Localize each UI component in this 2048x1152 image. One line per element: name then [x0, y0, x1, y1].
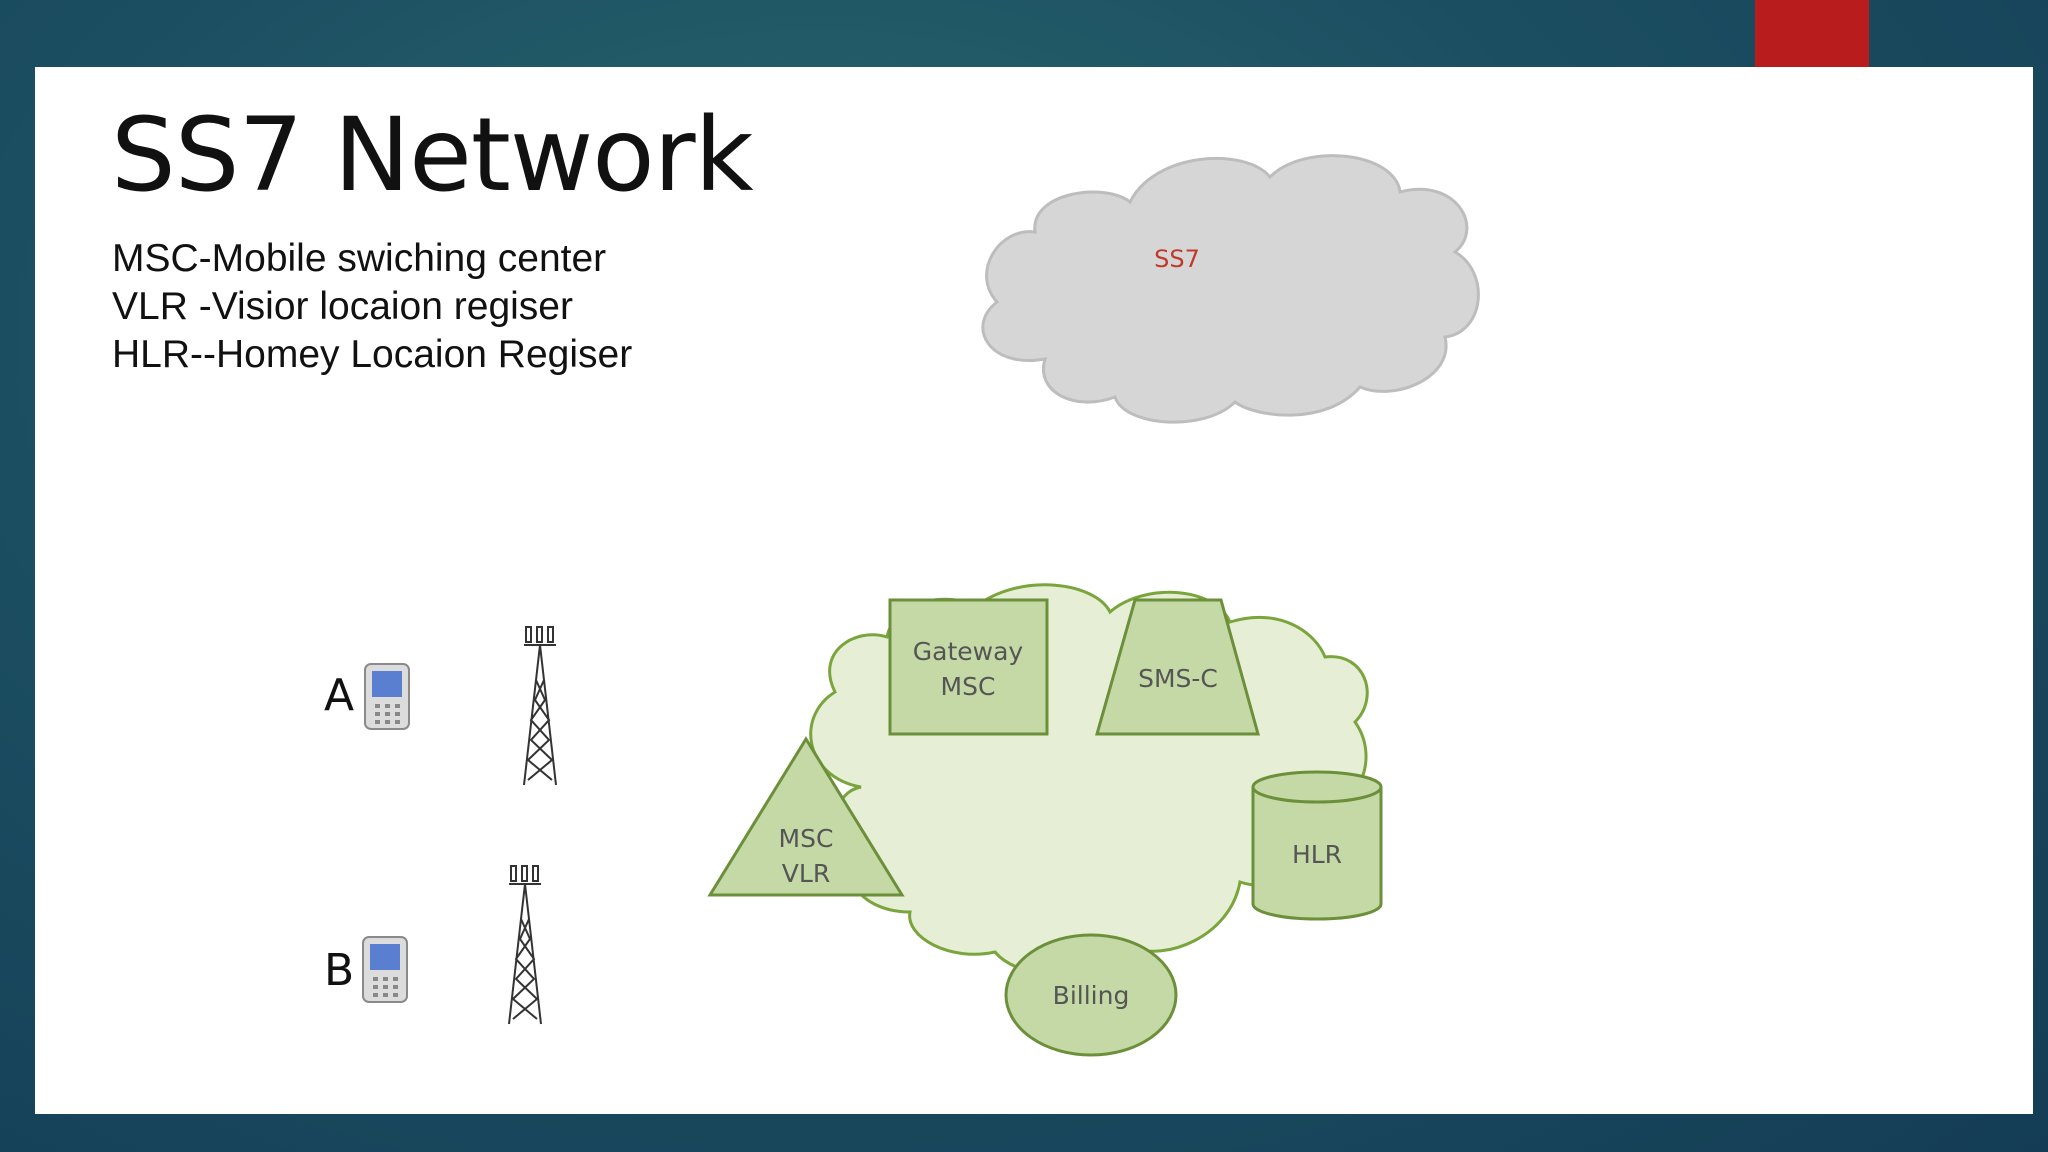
slide: SS7 Network MSC-Mobile swiching center V… [35, 67, 2033, 1114]
gateway-msc-node: Gateway MSC [888, 598, 1049, 736]
phone-b-label: B [324, 945, 354, 996]
smsc-label: SMS-C [1138, 664, 1218, 693]
mobile-phone-icon [362, 936, 408, 1003]
ss7-cloud: SS7 [981, 154, 1480, 424]
msc-vlr-node: MSC VLR [707, 736, 905, 897]
legend-list: MSC-Mobile swiching center VLR -Visior l… [112, 235, 632, 379]
gateway-msc-label-1: Gateway [913, 637, 1024, 666]
smsc-node: SMS-C [1095, 598, 1260, 736]
gateway-msc-label-2: MSC [941, 672, 996, 701]
hlr-node: HLR [1251, 770, 1383, 921]
cell-tower-icon [508, 865, 542, 1025]
billing-node: Billing [1004, 933, 1178, 1057]
msc-vlr-label-2: VLR [782, 859, 830, 888]
phone-a-label: A [324, 670, 354, 721]
cell-tower-icon [523, 626, 557, 786]
slide-title: SS7 Network [111, 96, 754, 215]
hlr-label: HLR [1292, 840, 1342, 869]
network-diagram: SS7 Gateway MSC SMS-C MSC VLR HLR [324, 154, 1480, 1057]
legend-item-msc: MSC-Mobile swiching center [112, 237, 607, 280]
legend-item-vlr: VLR -Visior locaion regiser [112, 285, 573, 328]
mobile-phone-icon [364, 663, 410, 730]
billing-label: Billing [1053, 981, 1130, 1010]
legend-item-hlr: HLR--Homey Locaion Regiser [112, 333, 633, 376]
accent-bar [1755, 0, 1869, 68]
msc-vlr-label-1: MSC [779, 824, 834, 853]
ss7-cloud-label: SS7 [1154, 245, 1200, 273]
